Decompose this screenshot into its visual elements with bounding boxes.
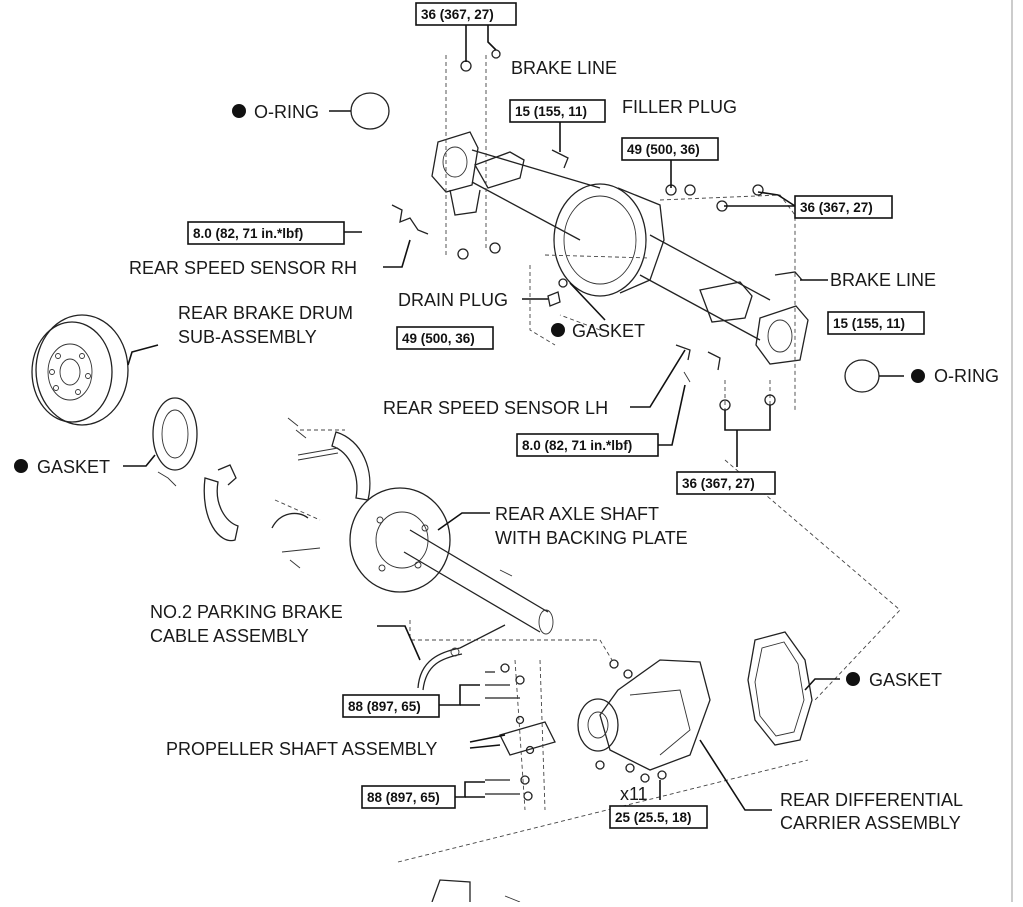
propeller-shaft [485,663,556,801]
label-o-ring-left: O-RING [254,102,319,122]
rear-brake-drum [31,314,129,426]
label-o-ring-right: O-RING [934,366,999,386]
torque-36-right: 36 (367, 27) [800,200,873,215]
label-rear-speed-sensor-lh: REAR SPEED SENSOR LH [383,398,608,418]
label-rear-diff-2: CARRIER ASSEMBLY [780,813,961,833]
torque-speed-sensor-lh: 8.0 (82, 71 in.*lbf) [522,438,632,453]
torque-speed-sensor-rh: 8.0 (82, 71 in.*lbf) [193,226,303,241]
gasket-right-part [747,631,813,746]
torque-drain-plug: 49 (500, 36) [402,331,475,346]
label-brake-line-top: BRAKE LINE [511,58,617,78]
gasket-left-part [152,397,198,471]
label-gasket-center: GASKET [572,321,645,341]
label-brake-line-right: BRAKE LINE [830,270,936,290]
torque-25: 25 (25.5, 18) [615,810,692,825]
label-rear-axle-shaft-1: REAR AXLE SHAFT [495,504,659,524]
o-ring-right-part [844,359,880,393]
torque-88-bottom: 88 (897, 65) [367,790,440,805]
label-rear-brake-drum-1: REAR BRAKE DRUM [178,303,353,323]
torque-top: 36 (367, 27) [421,7,494,22]
torque-36-bottom: 36 (367, 27) [682,476,755,491]
label-rear-brake-drum-2: SUB-ASSEMBLY [178,327,317,347]
label-rear-axle-shaft-2: WITH BACKING PLATE [495,528,688,548]
label-x11: x11 [620,784,648,804]
label-parking-cable-1: NO.2 PARKING BRAKE [150,602,343,622]
axle-housing [431,131,809,365]
rear-axle-shaft [349,487,554,635]
torque-15-right: 15 (155, 11) [833,316,905,331]
torque-filler-plug: 15 (155, 11) [515,104,587,119]
brake-shoes [157,417,371,569]
label-rear-speed-sensor-rh: REAR SPEED SENSOR RH [129,258,357,278]
label-drain-plug: DRAIN PLUG [398,290,508,310]
label-filler-plug: FILLER PLUG [622,97,737,117]
o-ring-left-part [350,92,390,130]
parking-brake-cable [417,624,506,691]
label-gasket-left: GASKET [37,457,110,477]
rear-differential [577,659,711,783]
label-rear-diff-1: REAR DIFFERENTIAL [780,790,963,810]
label-gasket-right: GASKET [869,670,942,690]
torque-88-top: 88 (897, 65) [348,699,421,714]
label-propeller-shaft: PROPELLER SHAFT ASSEMBLY [166,739,437,759]
torque-49-top: 49 (500, 36) [627,142,700,157]
label-parking-cable-2: CABLE ASSEMBLY [150,626,309,646]
housing-fasteners [391,49,803,411]
